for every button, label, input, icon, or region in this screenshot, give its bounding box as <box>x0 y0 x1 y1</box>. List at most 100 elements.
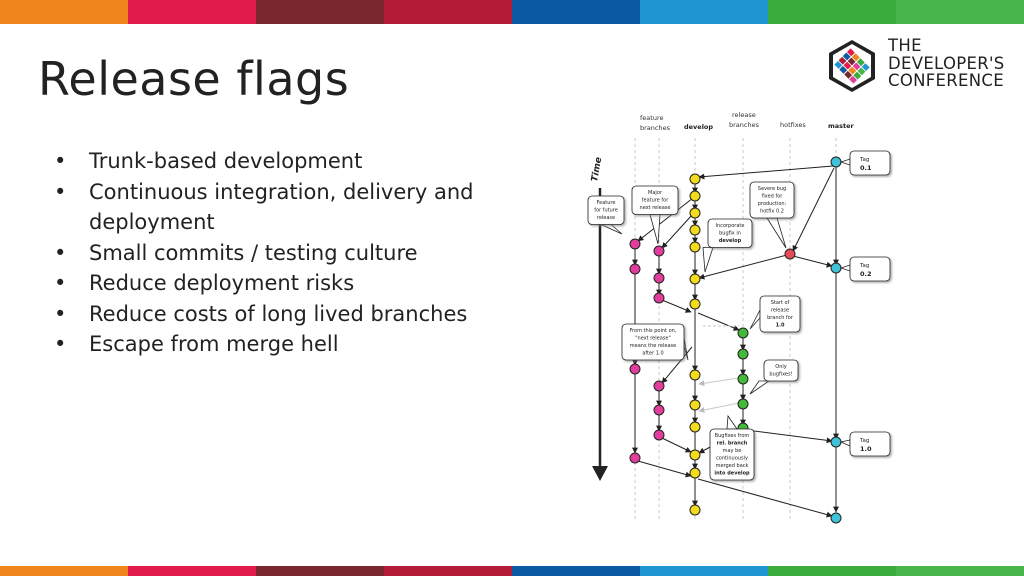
callout-text: Incorporate <box>716 223 745 229</box>
callout-text: continuously <box>716 456 748 462</box>
develop-commit <box>689 369 701 381</box>
logo-line: THE <box>888 36 922 55</box>
time-arrow-head <box>592 466 608 481</box>
column-header-feature: feature <box>640 114 663 122</box>
callout-text: Only <box>775 364 786 370</box>
stripe-segment <box>896 0 1024 24</box>
develop-commit <box>689 273 701 285</box>
feature-commit <box>653 429 665 441</box>
logo-tile <box>849 75 858 84</box>
callout-text: release <box>771 308 789 314</box>
feature-commit <box>629 263 641 275</box>
callout-text: for future <box>594 208 618 214</box>
tag-version: 0.2 <box>860 270 872 278</box>
column-header-release: release <box>732 111 756 119</box>
column-header-hotfixes: hotfixes <box>780 121 806 129</box>
feature-commit <box>629 363 641 375</box>
stripe-segment <box>128 566 256 576</box>
stripe-segment <box>768 0 896 24</box>
callout-text: Start of <box>771 300 790 306</box>
logo-tile <box>834 60 843 69</box>
develop-commit <box>689 190 701 202</box>
column-header-release: branches <box>729 121 760 129</box>
feature-commit <box>629 452 641 464</box>
conference-logo-text: THE DEVELOPER'S CONFERENCE <box>888 37 1005 90</box>
callout-text: after 1.0 <box>642 351 663 357</box>
tag-label: Tag <box>859 263 869 269</box>
bullet-list: Trunk-based development Continuous integ… <box>52 146 532 360</box>
stripe-segment <box>512 566 640 576</box>
column-header-develop: develop <box>684 123 713 131</box>
stripe-segment <box>384 566 512 576</box>
feature-commit <box>653 380 665 392</box>
callout-text: into develop <box>714 471 750 477</box>
callout-text: feature for <box>642 198 669 204</box>
master-commit <box>830 436 842 448</box>
develop-commit <box>689 224 701 236</box>
callout-text: bugfix in <box>719 231 741 237</box>
stripe-segment <box>768 566 896 576</box>
callout-text: develop <box>719 238 742 244</box>
feature-commit <box>653 404 665 416</box>
callout-text: may be <box>723 448 742 454</box>
callout-text: means the release <box>630 343 676 349</box>
bullet-item: Trunk-based development <box>52 146 532 177</box>
release-commit <box>737 348 749 360</box>
stripe-segment <box>256 0 384 24</box>
stripe-segment <box>896 566 1024 576</box>
tag-label: Tag <box>859 157 869 163</box>
top-color-stripe <box>0 0 1024 24</box>
stripe-segment <box>128 0 256 24</box>
master-commit <box>830 512 842 524</box>
logo-tile <box>842 52 851 61</box>
callout-text: Feature <box>597 200 616 206</box>
callout-from-this-point: From this point on,"next release"means t… <box>621 323 689 361</box>
stripe-segment <box>384 0 512 24</box>
stripe-segment <box>0 566 128 576</box>
column-header-feature: branches <box>640 124 671 132</box>
develop-commit <box>689 504 701 516</box>
time-axis-label: Time <box>590 156 604 182</box>
callout-text: branch for <box>767 315 794 321</box>
logo-line: CONFERENCE <box>888 71 1004 90</box>
callout-text: rel. branch <box>717 441 748 447</box>
hotfix-commit <box>784 248 796 260</box>
logo-tile <box>846 48 855 57</box>
bullet-item: Reduce deployment risks <box>52 268 532 299</box>
bullet-item: Continuous integration, delivery and dep… <box>52 177 532 238</box>
tag-version: 0.1 <box>860 164 872 172</box>
develop-commit <box>689 399 701 411</box>
logo-tile <box>853 71 862 80</box>
callout-text: Severe bug <box>758 186 786 192</box>
tag-label: Tag <box>859 438 869 444</box>
callout-text: next release <box>640 205 671 211</box>
logo-tile <box>852 62 861 71</box>
tag-version: 1.0 <box>860 445 872 453</box>
logo-tile <box>856 58 865 67</box>
slide-title: Release flags <box>38 52 350 106</box>
bottom-color-stripe <box>0 566 1024 576</box>
develop-commit <box>689 449 701 461</box>
callout-text: Bugfixes from <box>715 433 750 439</box>
develop-commit <box>689 207 701 219</box>
logo-tile <box>844 70 853 79</box>
develop-commit <box>689 241 701 253</box>
logo-tile <box>861 63 870 72</box>
logo-tile <box>848 66 857 75</box>
callout-text: "next release" <box>635 336 671 342</box>
column-header-master: master <box>828 122 855 130</box>
bullet-item: Escape from merge hell <box>52 329 532 360</box>
logo-tile <box>857 67 866 76</box>
master-commit <box>830 262 842 274</box>
callout-text: release <box>597 215 615 221</box>
stripe-segment <box>512 0 640 24</box>
logo-tile <box>847 57 856 66</box>
stripe-segment <box>640 0 768 24</box>
